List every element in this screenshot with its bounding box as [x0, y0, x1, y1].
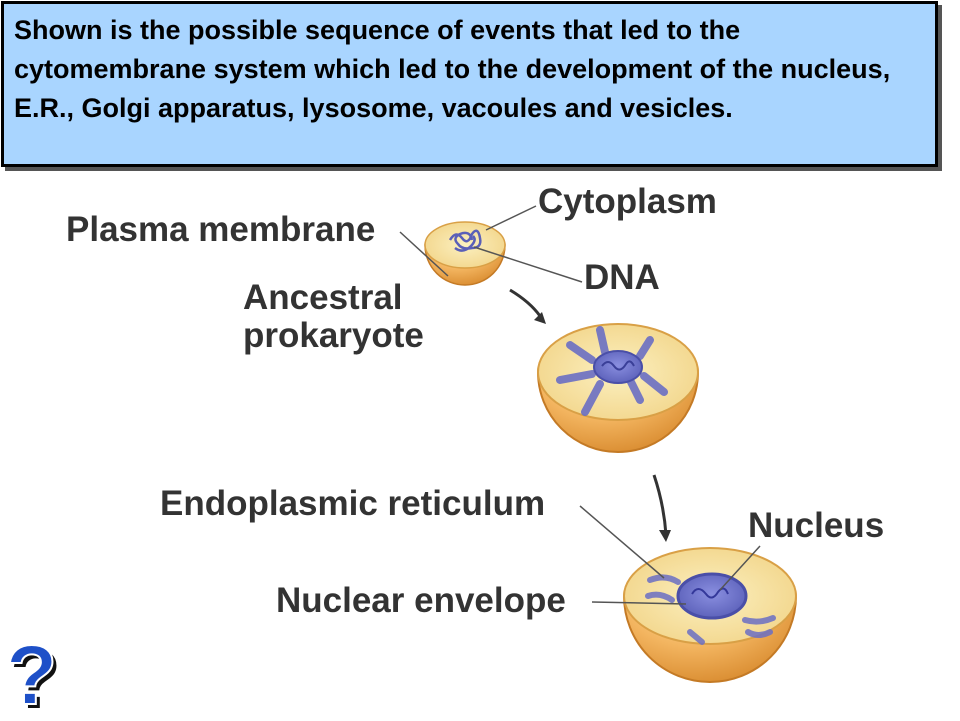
arrow-1 [509, 288, 542, 317]
plasma-membrane-label: Plasma membrane [66, 210, 376, 249]
ancestral-prokaryote-cell [424, 221, 506, 286]
nucleus-label: Nucleus [748, 506, 885, 545]
nuclear-envelope-label: Nuclear envelope [276, 581, 566, 620]
er-membranes [645, 574, 776, 645]
nucleus-shape [676, 572, 748, 620]
er-label: Endoplasmic reticulum [160, 484, 546, 523]
svg-text:?: ? [6, 636, 57, 716]
sequence-arrows [509, 288, 668, 536]
question-mark-icon: ? ? [5, 627, 61, 721]
dna-coil [448, 229, 482, 252]
ancestral-label-line1: Ancestral [243, 278, 403, 317]
arrow-2 [652, 474, 668, 536]
caption-box: Shown is the possible sequence of events… [1, 1, 938, 167]
ancestral-label-line2: prokaryote [243, 316, 424, 355]
infolding-membranes [556, 326, 668, 416]
help-button[interactable]: ? ? [4, 627, 68, 721]
dna-coil-2 [593, 350, 643, 384]
eukaryotic-cell [622, 547, 798, 683]
dna-label: DNA [584, 258, 660, 297]
svg-text:?: ? [10, 636, 61, 716]
caption-text: Shown is the possible sequence of events… [14, 15, 891, 123]
leader-lines [399, 205, 761, 605]
cytoplasm-label: Cytoplasm [538, 182, 717, 221]
intermediate-cell [536, 323, 700, 453]
